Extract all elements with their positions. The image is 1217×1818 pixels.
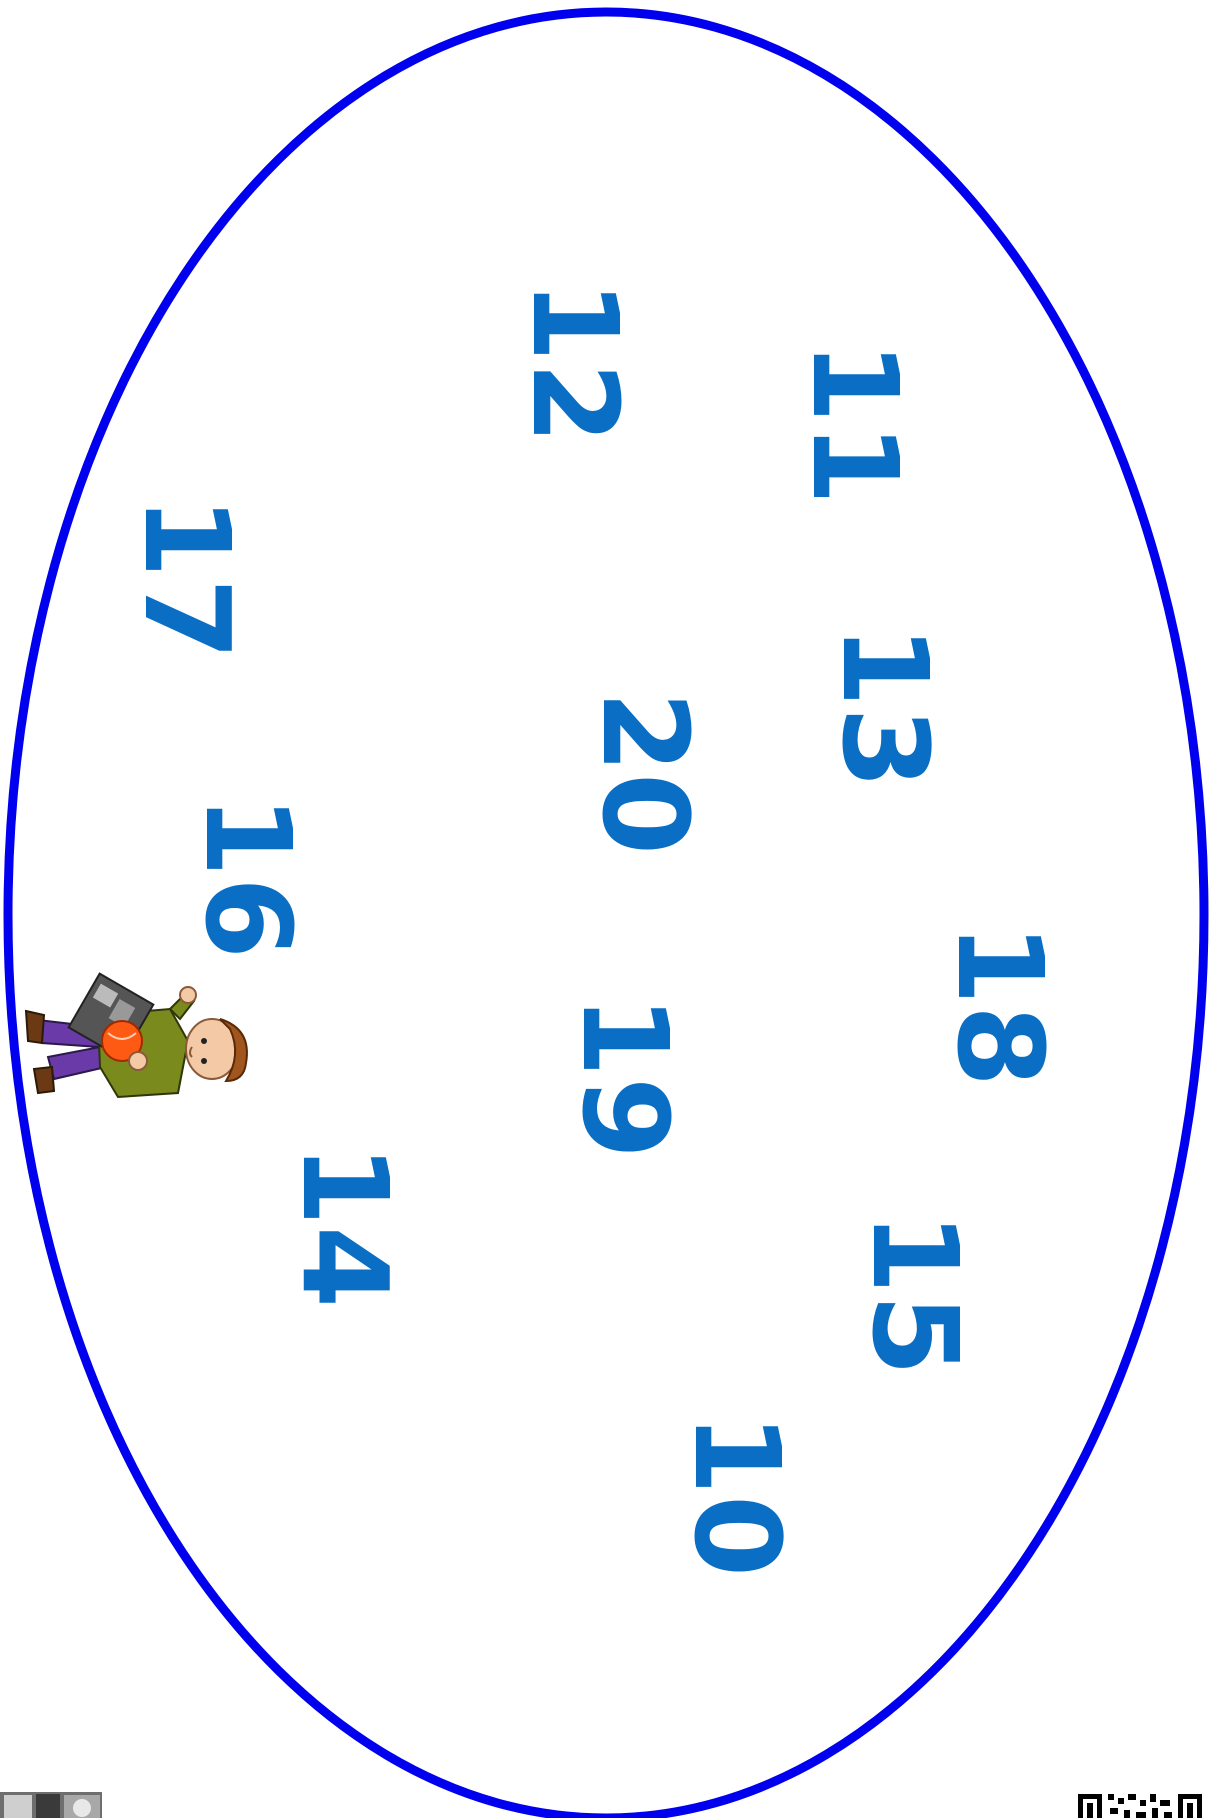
number-13: 13 [816, 625, 954, 789]
number-17: 17 [118, 496, 256, 660]
number-19: 19 [556, 995, 694, 1159]
number-18: 18 [931, 923, 1069, 1087]
photo-thumbnail [0, 1792, 102, 1818]
number-20: 20 [576, 691, 714, 855]
number-11: 11 [786, 341, 924, 505]
number-15: 15 [846, 1212, 984, 1376]
number-10: 10 [668, 1413, 806, 1577]
boy-with-ball-illustration [26, 974, 247, 1097]
number-14: 14 [276, 1144, 414, 1308]
number-16: 16 [179, 795, 317, 959]
qr-code [1076, 1792, 1208, 1818]
number-12: 12 [506, 280, 644, 444]
